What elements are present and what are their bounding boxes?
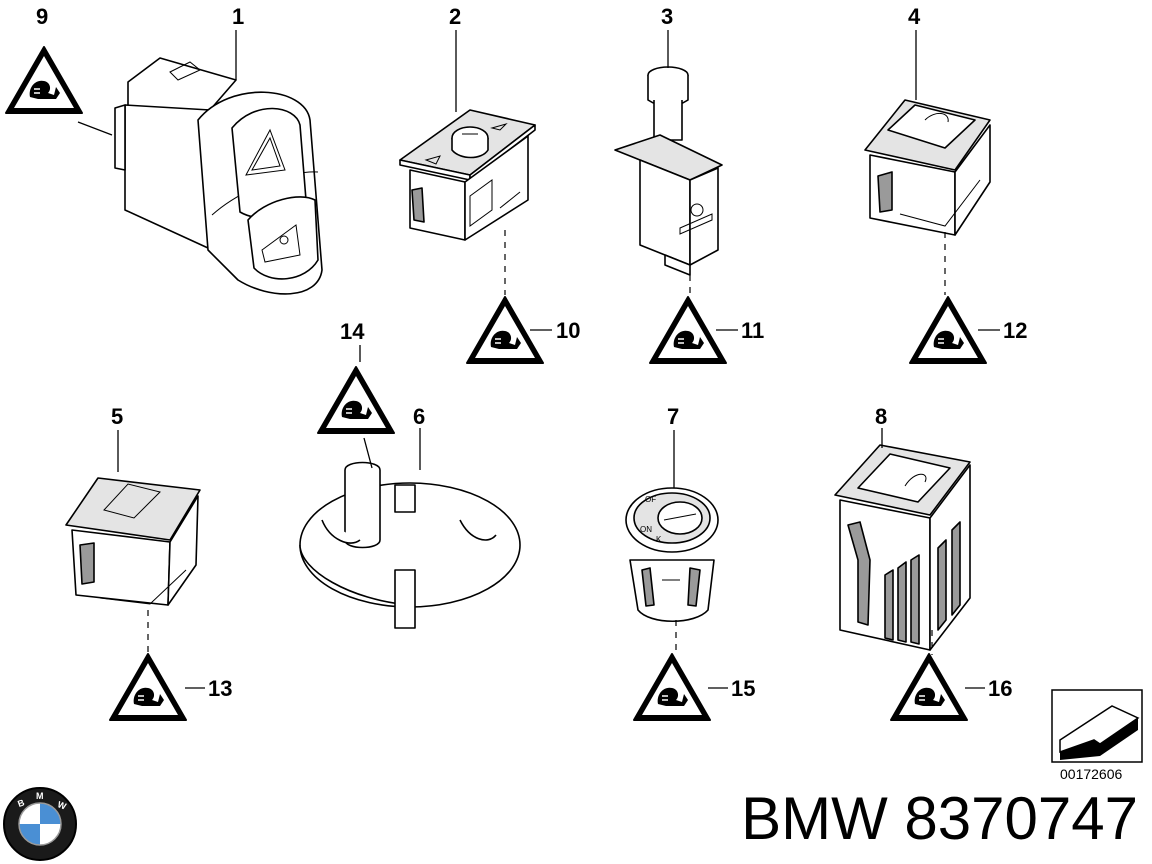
part-6-connector-plate [299, 461, 521, 629]
warning-icon-12 [909, 296, 987, 364]
svg-text:B: B [16, 797, 26, 809]
part-1-hazard-switch [114, 57, 323, 295]
callout-7: 7 [667, 404, 679, 429]
callout-1: 1 [232, 4, 244, 29]
warning-icon-15 [633, 653, 711, 721]
callout-6: 6 [413, 404, 425, 429]
brand-caption: BMW 8370747 [741, 785, 1138, 852]
drawing-code: 00172606 [1060, 766, 1123, 782]
part-4-switch [864, 99, 991, 236]
callout-12: 12 [1003, 318, 1027, 343]
callout-9: 9 [36, 4, 48, 29]
lock-label-off: OF [645, 495, 656, 504]
callout-4: 4 [908, 4, 921, 29]
svg-text:W: W [56, 799, 68, 811]
callout-2: 2 [449, 4, 461, 29]
callout-16: 16 [988, 676, 1012, 701]
part-8-switch-block [834, 444, 971, 651]
callout-11: 11 [741, 318, 764, 343]
leader-lines [77, 30, 1000, 689]
part-2-window-switch [399, 109, 536, 241]
drawing-code-box: 00172606 [1051, 689, 1143, 782]
warning-icon-9 [5, 46, 83, 114]
lock-label-k: K [656, 535, 662, 544]
callout-8: 8 [875, 404, 887, 429]
callout-5: 5 [111, 404, 123, 429]
callout-15: 15 [731, 676, 755, 701]
callout-10: 10 [556, 318, 580, 343]
lock-label-on: ON [640, 525, 652, 534]
callout-3: 3 [661, 4, 673, 29]
part-7-key-lock: OF ON K [625, 487, 719, 623]
callout-numbers: 1 2 3 4 5 6 7 8 9 10 11 12 13 14 15 16 [36, 4, 1027, 701]
callout-13: 13 [208, 676, 232, 701]
warning-icon-16 [890, 653, 968, 721]
part-3-push-switch [614, 66, 723, 276]
svg-text:M: M [36, 791, 44, 801]
warning-icon-11 [649, 296, 727, 364]
part-5-switch [65, 477, 201, 606]
warning-icon-14 [317, 366, 395, 434]
bmw-logo: B M W [3, 787, 77, 861]
warning-icon-13 [109, 653, 187, 721]
callout-14: 14 [340, 319, 365, 344]
